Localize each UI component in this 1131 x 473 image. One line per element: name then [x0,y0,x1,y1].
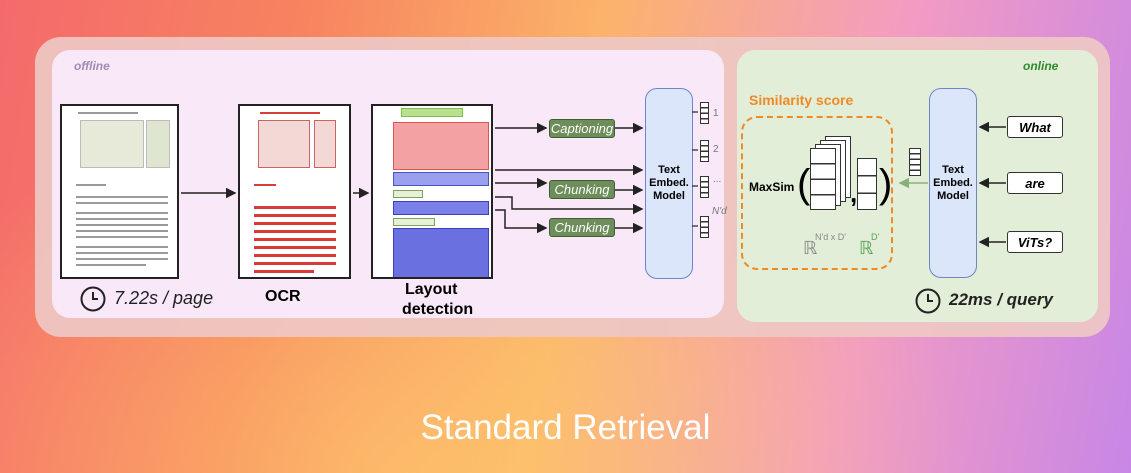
query-word-what-label: What [1019,119,1051,135]
query-word-are: are [1007,172,1063,194]
ocr-step-label: OCR [265,288,301,305]
query-embedding-vector [909,148,921,176]
page-figure [314,120,336,168]
query-vector [857,158,877,210]
model-online-line3: Model [937,189,969,202]
chunking-box-1: Chunking [549,180,615,199]
online-timing: 22ms / query [949,290,1053,309]
offline-label: offline [74,59,110,73]
embedding-vector-3 [700,176,709,198]
query-word-vits: ViTs? [1007,231,1063,253]
vector-index-1: 1 [713,108,719,119]
space-superscript-2: D' [871,232,880,242]
close-paren: ) [879,162,893,206]
space-superscript-1: N'd x D' [815,232,846,242]
layout-heading-region [393,190,423,198]
clock-icon [80,286,106,312]
model-online-line1: Text [942,163,964,176]
query-word-are-label: are [1025,175,1045,191]
clock-icon [915,288,941,314]
similarity-score-title: Similarity score [749,92,854,108]
vector-index-2: 2 [713,144,719,155]
layout-page-thumbnail [371,104,493,279]
embedding-vector-1 [700,102,709,124]
offline-panel: offline [52,50,727,318]
comma: , [850,178,858,208]
layout-step-label-line1: Layout [405,281,458,298]
layout-figure-region [393,122,489,170]
layout-step-label-line2: detection [402,301,474,318]
page-figure [80,120,144,168]
offline-timing: 7.22s / page [114,288,214,308]
online-label: online [1023,59,1059,73]
chunking-box-2: Chunking [549,218,615,237]
layout-text-region [393,201,489,215]
captioning-label: Captioning [550,121,614,136]
chunking-label-2: Chunking [554,220,610,235]
model-online-line2: Embed. [933,176,973,189]
space-symbol-1: ℝ [803,238,818,258]
online-panel: online Similarity score MaxSim ( , ) ℝ N… [737,50,1098,322]
similarity-score-box [741,116,893,270]
model-offline-line1: Text [658,164,680,176]
layout-text-region [393,228,489,277]
document-matrix-stack [809,136,859,212]
slide-title: Standard Retrieval [420,408,711,447]
text-embed-model-offline: Text Embed. Model [645,88,693,279]
chunking-label-1: Chunking [554,182,610,197]
vector-index-3: ... [713,174,722,185]
maxsim-label: MaxSim [749,180,795,194]
vector-index-4: N'd [712,206,727,217]
layout-heading-region [393,218,435,226]
space-symbol-2: ℝ [859,238,874,258]
model-offline-line2: Embed. [649,177,689,189]
embedding-vector-4 [700,216,709,238]
ocr-page-thumbnail [238,104,351,279]
open-paren: ( [797,162,811,206]
text-embed-model-online: Text Embed. Model [929,88,977,278]
layout-title-region [401,108,463,117]
document-page-thumbnail [60,104,179,279]
page-figure [258,120,310,168]
query-word-vits-label: ViTs? [1017,234,1053,250]
embedding-vector-2 [700,140,709,162]
layout-caption-region [393,172,489,186]
page-figure [146,120,170,168]
captioning-box: Captioning [549,119,615,138]
query-word-what: What [1007,116,1063,138]
model-offline-line3: Model [653,190,685,202]
